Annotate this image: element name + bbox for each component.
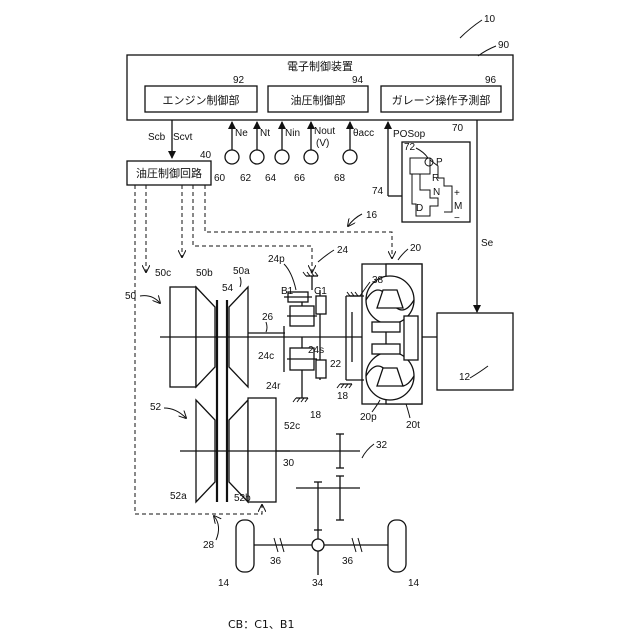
shift-n: N bbox=[433, 187, 440, 198]
caption: CB：C1、B1 bbox=[228, 618, 294, 631]
hyd-line-20 bbox=[205, 185, 392, 258]
nt-label: Nt bbox=[260, 128, 270, 139]
garage-prediction-label: ガレージ操作予測部 bbox=[392, 93, 491, 107]
c1-label: C1 bbox=[314, 286, 327, 297]
ref-40: 40 bbox=[200, 150, 212, 161]
ref-74: 74 bbox=[372, 186, 384, 197]
ref-52b: 52b bbox=[234, 493, 251, 504]
ref-10: 10 bbox=[484, 14, 496, 25]
wheel-left bbox=[236, 520, 254, 572]
leader-16 bbox=[348, 214, 362, 226]
hydraulic-control-label: 油圧制御部 bbox=[291, 93, 346, 107]
ref-20: 20 bbox=[410, 243, 422, 254]
scvt-label: Scvt bbox=[173, 132, 193, 143]
ref-24r: 24r bbox=[266, 381, 281, 392]
leader-24 bbox=[318, 250, 334, 262]
secondary-pulley-52 bbox=[180, 398, 290, 502]
leader-20 bbox=[398, 249, 408, 260]
ref-18a: 18 bbox=[310, 410, 322, 421]
ref-52a: 52a bbox=[170, 491, 187, 502]
ref-28: 28 bbox=[203, 540, 215, 551]
shift-p: P bbox=[436, 157, 443, 168]
hydraulic-circuit-label: 油圧制御回路 bbox=[136, 166, 202, 180]
ground-38 bbox=[347, 292, 360, 296]
ground-18 bbox=[337, 384, 352, 388]
ref-50: 50 bbox=[125, 291, 137, 302]
ref-14b: 14 bbox=[408, 578, 420, 589]
ref-96: 96 bbox=[485, 75, 497, 86]
leader-32 bbox=[362, 444, 374, 458]
ref-24c: 24c bbox=[258, 351, 274, 362]
ref-30: 30 bbox=[283, 458, 295, 469]
engine-control-label: エンジン制御部 bbox=[163, 93, 240, 107]
ref-50a: 50a bbox=[233, 266, 250, 277]
v-label: (V) bbox=[316, 138, 329, 149]
shift-plus: + bbox=[454, 188, 460, 199]
shift-m: M bbox=[454, 201, 462, 212]
b1-label: B1 bbox=[281, 286, 294, 297]
ref-12: 12 bbox=[459, 372, 471, 383]
scb-label: Scb bbox=[148, 132, 166, 143]
leader-28 bbox=[214, 516, 219, 540]
leader-50 bbox=[140, 296, 160, 303]
ref-20t: 20t bbox=[406, 420, 420, 431]
posop-label: POSop bbox=[393, 129, 426, 140]
ref-94: 94 bbox=[352, 75, 364, 86]
ne-label: Ne bbox=[235, 128, 248, 139]
ref-92: 92 bbox=[233, 75, 245, 86]
se-label: Se bbox=[481, 238, 494, 249]
wheel-right bbox=[388, 520, 406, 572]
ref-34: 34 bbox=[312, 578, 324, 589]
ref-38: 38 bbox=[372, 275, 384, 286]
ref-20p: 20p bbox=[360, 412, 377, 423]
ref-32: 32 bbox=[376, 440, 388, 451]
ref-36b: 36 bbox=[342, 556, 354, 567]
leader-52 bbox=[164, 408, 186, 418]
ref-22: 22 bbox=[330, 359, 342, 370]
shift-minus: − bbox=[454, 213, 460, 224]
engine-12 bbox=[437, 313, 513, 390]
leader-50a bbox=[240, 277, 241, 287]
ref-54: 54 bbox=[222, 283, 234, 294]
ref-70: 70 bbox=[452, 123, 464, 134]
nin-label: Nin bbox=[285, 128, 300, 139]
ref-52: 52 bbox=[150, 402, 162, 413]
theta-acc-label: θacc bbox=[353, 128, 374, 139]
shift-d: D bbox=[416, 203, 423, 214]
ref-90: 90 bbox=[498, 40, 510, 51]
shift-lever-device: P R N D + M − bbox=[402, 142, 470, 224]
ref-52c: 52c bbox=[284, 421, 300, 432]
ref-66: 66 bbox=[294, 173, 306, 184]
ref-72: 72 bbox=[404, 142, 416, 153]
ecu-title: 電子制御装置 bbox=[287, 59, 353, 73]
ref-50c: 50c bbox=[155, 268, 171, 279]
leader-26 bbox=[266, 322, 267, 332]
primary-pulley-50 bbox=[170, 285, 248, 387]
torque-converter-20 bbox=[346, 264, 422, 404]
shift-r: R bbox=[432, 173, 439, 184]
ref-68: 68 bbox=[334, 173, 346, 184]
ref-62: 62 bbox=[240, 173, 252, 184]
ref-14a: 14 bbox=[218, 578, 230, 589]
ref-36a: 36 bbox=[270, 556, 282, 567]
ref-16: 16 bbox=[366, 210, 378, 221]
differential-34 bbox=[312, 539, 324, 551]
leader-10 bbox=[460, 20, 482, 38]
ref-24: 24 bbox=[337, 245, 349, 256]
reduction-gear-32 bbox=[296, 434, 360, 530]
ref-24s: 24s bbox=[308, 345, 324, 356]
ref-24p: 24p bbox=[268, 254, 285, 265]
hyd-line-24 bbox=[193, 185, 312, 272]
leader-20t bbox=[406, 404, 410, 418]
ref-18b: 18 bbox=[337, 391, 349, 402]
ref-64: 64 bbox=[265, 173, 277, 184]
ref-60: 60 bbox=[214, 173, 226, 184]
ref-50b: 50b bbox=[196, 268, 213, 279]
nout-label: Nout bbox=[314, 126, 335, 137]
ref-26: 26 bbox=[262, 312, 274, 323]
